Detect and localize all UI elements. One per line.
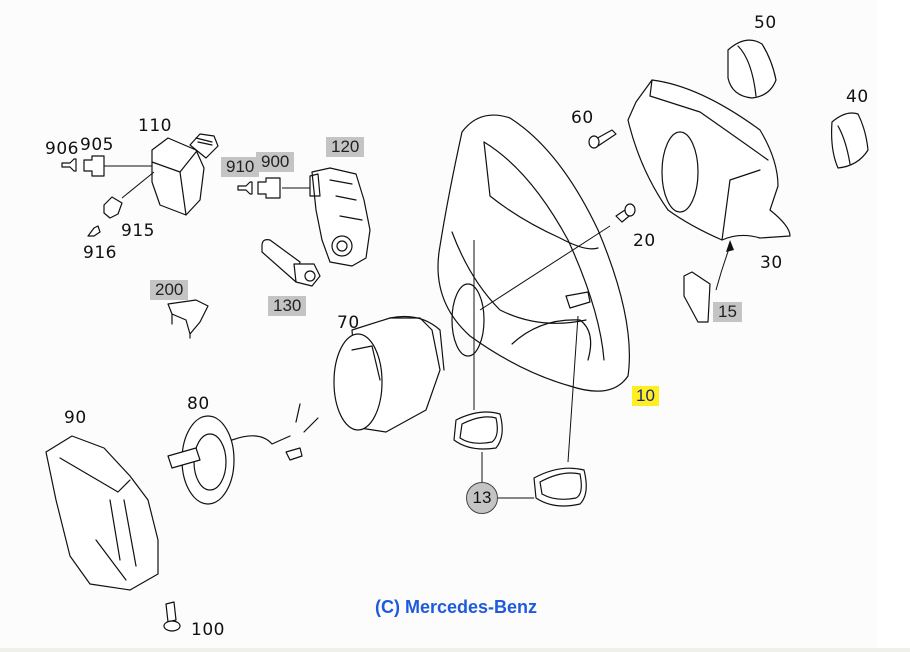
part-910-pin[interactable] — [237, 181, 253, 195]
callout-130[interactable]: 130 — [268, 296, 307, 316]
callout-60[interactable]: 60 — [571, 108, 594, 128]
part-110-switch-housing[interactable] — [151, 133, 219, 216]
leader-915 — [121, 171, 155, 199]
part-916-pin[interactable] — [87, 225, 101, 237]
install-arrow — [715, 245, 731, 291]
callout-915[interactable]: 915 — [121, 221, 155, 241]
callout-13[interactable]: 13 — [466, 482, 498, 514]
arrow-head-icon — [726, 240, 734, 252]
callout-120[interactable]: 120 — [326, 137, 365, 157]
part-70-column-cover[interactable] — [333, 315, 445, 433]
part-906-pin[interactable] — [61, 158, 77, 172]
callout-200[interactable]: 200 — [150, 280, 189, 300]
part-60-bolt[interactable] — [588, 129, 617, 149]
part-130-lever[interactable] — [261, 239, 321, 287]
part-100-screw[interactable] — [163, 601, 181, 632]
part-915-connector[interactable] — [103, 196, 123, 219]
part-13-trim-cover-right[interactable] — [533, 467, 587, 507]
callout-70[interactable]: 70 — [337, 313, 360, 333]
callout-10[interactable]: 10 — [632, 386, 659, 406]
callout-30[interactable]: 30 — [760, 253, 783, 273]
callout-40[interactable]: 40 — [846, 87, 869, 107]
callout-110[interactable]: 110 — [138, 116, 172, 136]
part-80-clock-spring[interactable] — [167, 403, 319, 505]
part-900-connector[interactable] — [257, 177, 281, 199]
callout-910[interactable]: 910 — [221, 157, 260, 177]
part-120-combination-switch[interactable] — [309, 167, 371, 267]
copyright-notice: (C) Mercedes-Benz — [375, 597, 538, 617]
callout-90[interactable]: 90 — [64, 408, 87, 428]
callout-900[interactable]: 900 — [256, 152, 295, 172]
callout-916[interactable]: 916 — [83, 243, 117, 263]
callout-906[interactable]: 906 — [45, 139, 79, 159]
callout-100[interactable]: 100 — [191, 620, 225, 640]
part-50-cap[interactable] — [727, 39, 777, 99]
part-40-cap[interactable] — [831, 112, 869, 169]
part-200-clip[interactable] — [167, 299, 209, 339]
callout-20[interactable]: 20 — [633, 231, 656, 251]
part-905-connector[interactable] — [83, 155, 105, 177]
part-10-steering-wheel[interactable] — [437, 114, 630, 392]
callout-50[interactable]: 50 — [754, 13, 777, 33]
callout-905[interactable]: 905 — [80, 135, 114, 155]
part-20-screw[interactable] — [615, 203, 636, 223]
part-90-column-shroud[interactable] — [45, 435, 159, 591]
part-30-airbag-unit[interactable] — [627, 79, 791, 241]
leader-20 — [479, 225, 611, 311]
bottom-divider — [0, 648, 910, 652]
part-13-trim-cover-left[interactable] — [453, 411, 503, 450]
leader-13-right — [567, 315, 579, 463]
part-15-switch-module[interactable] — [683, 271, 711, 323]
callout-80[interactable]: 80 — [187, 394, 210, 414]
callout-15[interactable]: 15 — [713, 302, 742, 322]
